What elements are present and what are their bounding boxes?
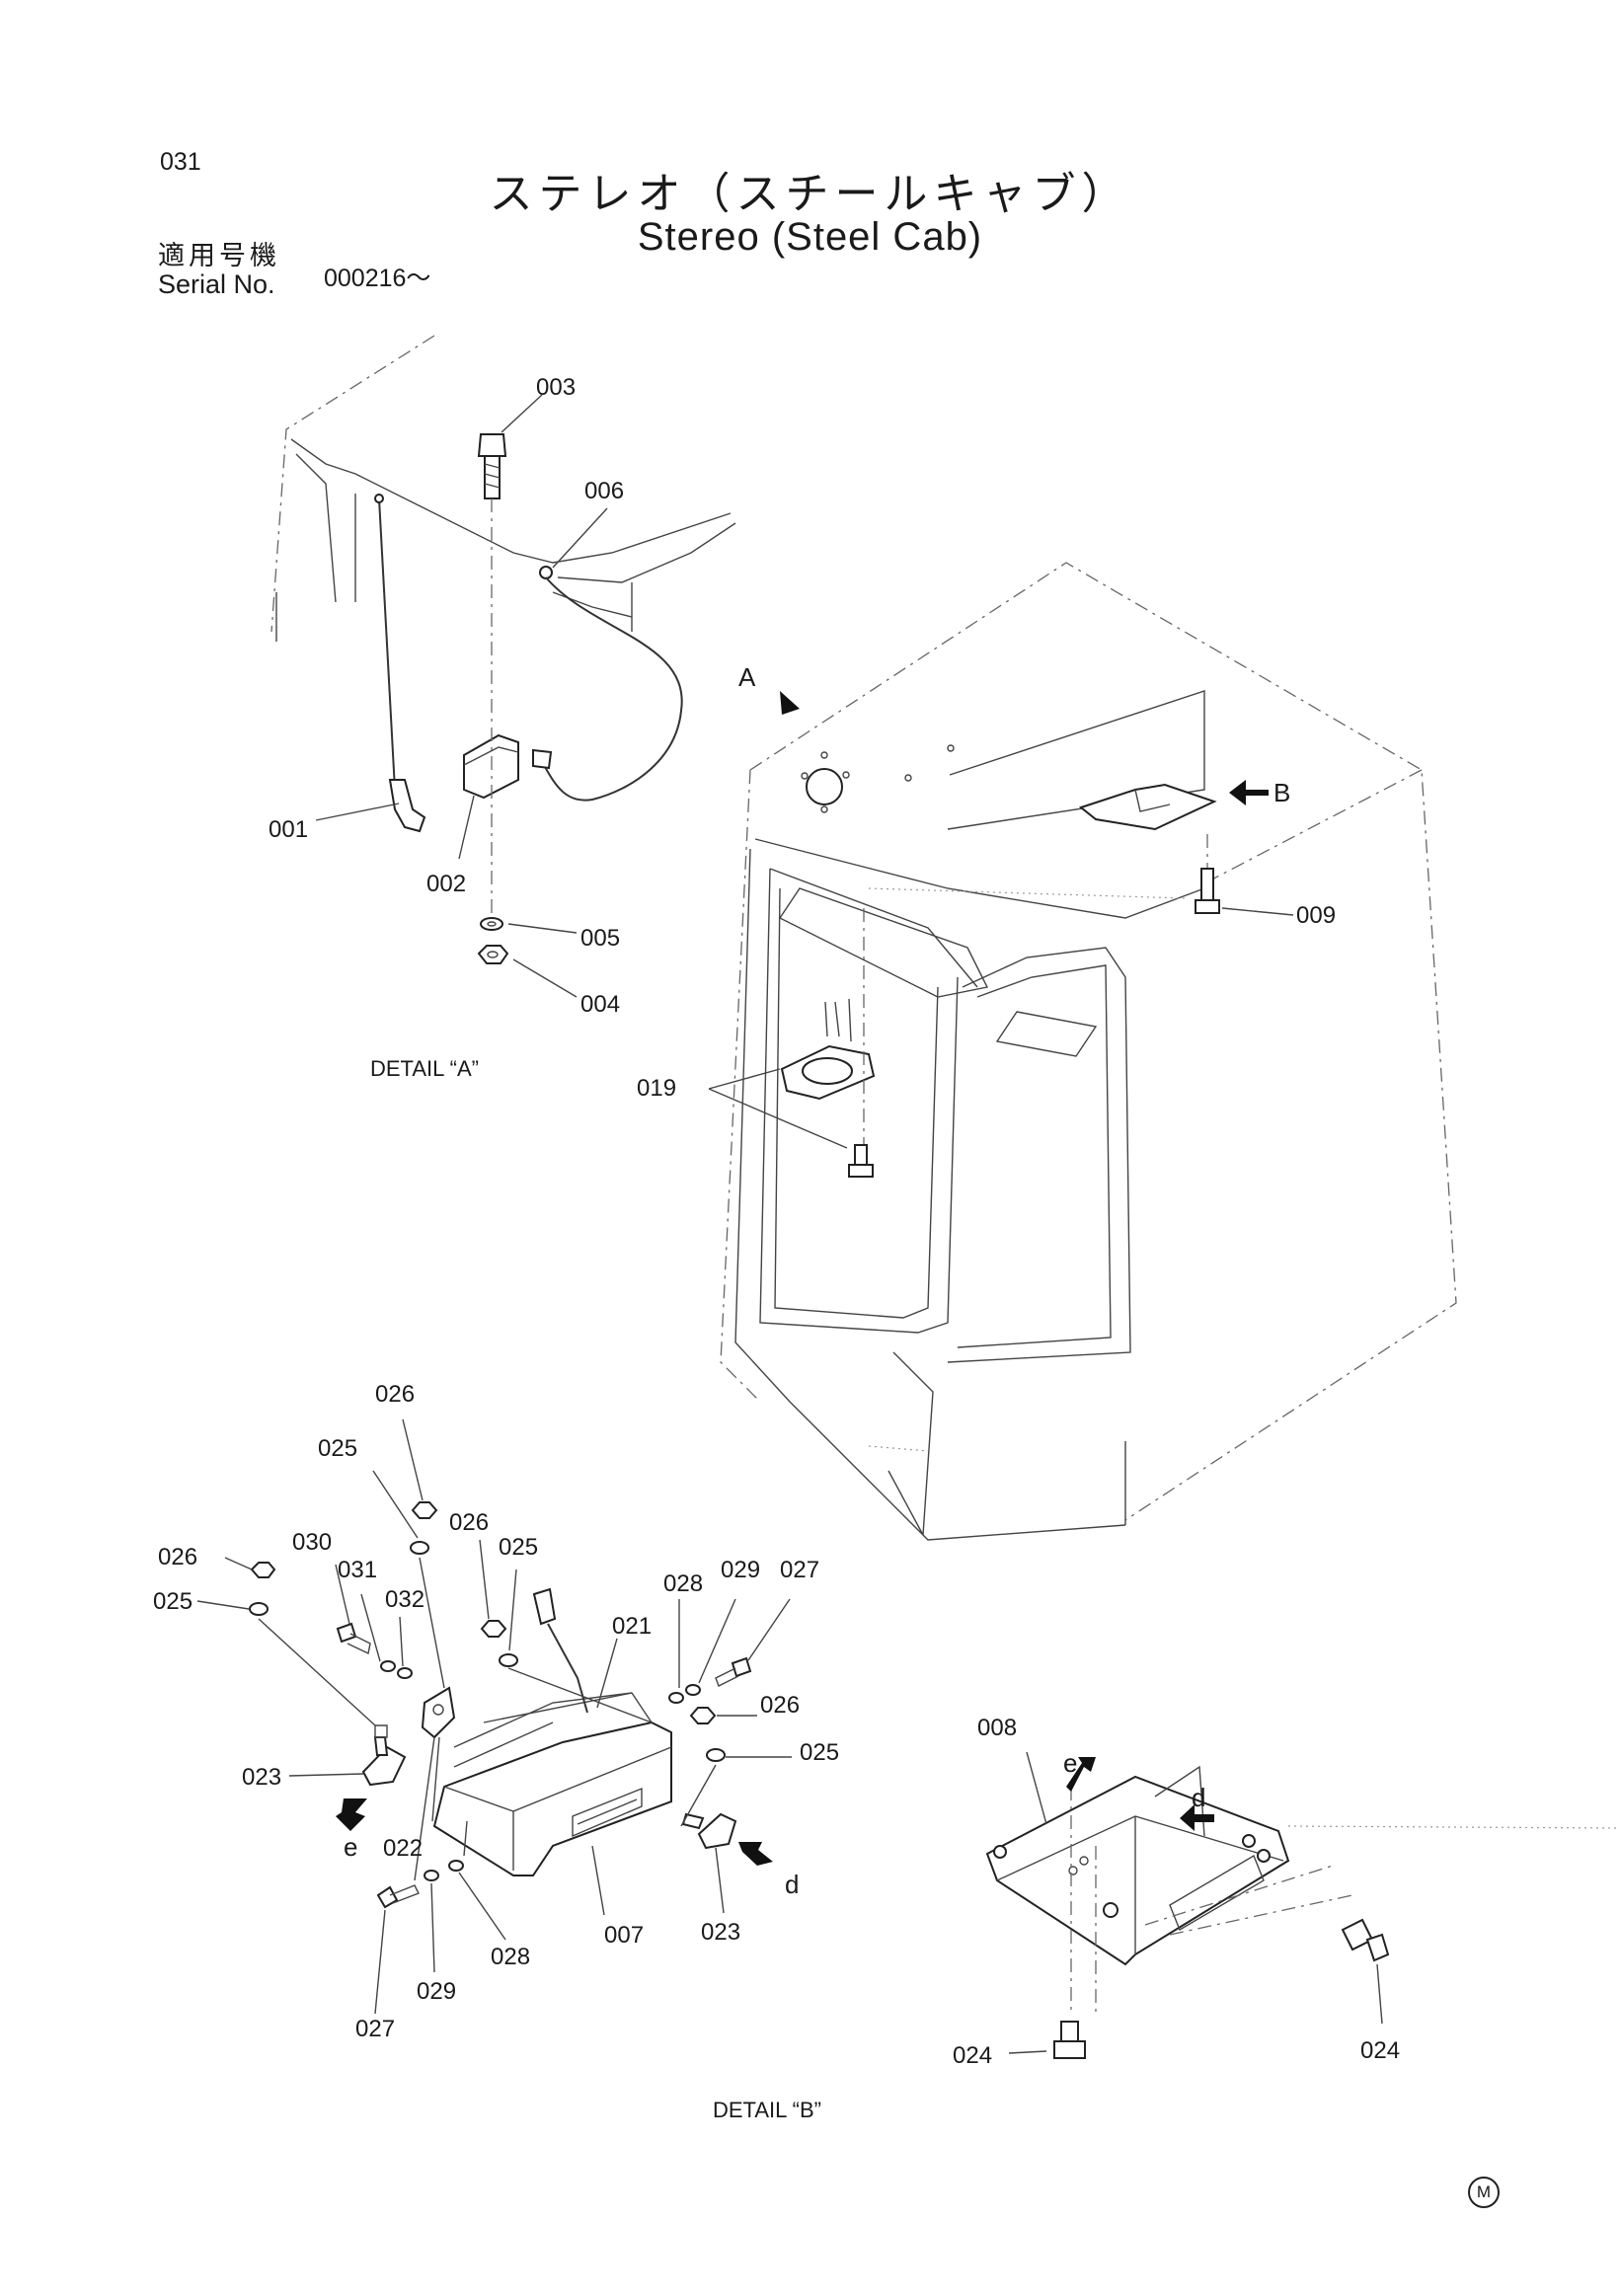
callout-024-left: 024 [953,2042,992,2069]
view-arrow-a [772,689,800,715]
callout-008: 008 [977,1715,1017,1741]
callout-009: 009 [1296,902,1336,929]
detail-a-label: DETAIL “A” [370,1056,479,1081]
callout-025-top: 025 [318,1435,357,1462]
callout-025-mid: 025 [499,1534,538,1561]
view-mark-e-left: e [344,1832,357,1862]
callout-027-bottom: 027 [355,2016,395,2042]
callout-003: 003 [536,374,576,401]
callout-028-bottom: 028 [491,1944,530,1970]
view-arrow-d-left [738,1842,773,1866]
callout-026-right: 026 [760,1692,800,1719]
bolt-024-bottom [1053,2021,1086,2059]
view-arrow-e-right [1066,1757,1096,1792]
stopper-023-right [681,1812,737,1850]
page-number: 031 [160,148,201,176]
detail-b-label: DETAIL “B” [713,2098,821,2122]
detail-a-cab-roof [270,335,736,642]
callout-025-right: 025 [800,1739,839,1766]
bracket-022 [421,1686,456,1739]
bolt-009 [1195,834,1220,914]
callout-026-top: 026 [375,1381,415,1408]
callout-004: 004 [580,991,620,1018]
callout-006: 006 [584,478,624,504]
callout-029-top: 029 [721,1557,760,1583]
mounting-bracket-008 [985,1765,1290,1966]
callout-026-left: 026 [158,1544,197,1570]
serial-label-en: Serial No. [158,269,275,299]
view-arrow-b [1229,780,1269,805]
callout-005: 005 [580,925,620,952]
callout-030: 030 [292,1529,332,1556]
title-japanese: ステレオ（スチールキャブ） [489,169,1131,219]
stereo-bracket-b [1078,783,1217,831]
callout-002: 002 [426,871,466,897]
callout-022: 022 [383,1835,423,1862]
callout-027-top: 027 [780,1557,819,1583]
view-mark-a: A [738,662,756,692]
cable-006 [532,566,683,802]
hardware-small-parts [249,1501,752,1909]
view-arrow-e-left [336,1799,367,1831]
stereo-unit-007 [432,1692,672,1876]
callout-019: 019 [637,1075,676,1102]
nut-004 [477,945,509,964]
callout-007: 007 [604,1922,644,1949]
callout-026-mid: 026 [449,1509,489,1536]
view-mark-e-right: e [1063,1748,1077,1778]
callout-021: 021 [612,1613,652,1640]
callout-001: 001 [269,816,308,843]
washer-005 [480,917,503,931]
view-mark-d-right: d [1192,1783,1205,1812]
view-mark-b: B [1273,778,1290,807]
callout-025-left: 025 [153,1588,193,1615]
bolt-003 [477,433,507,918]
stopper-023-left [361,1724,407,1787]
serial-label-jp: 適用号機 [158,241,280,271]
antenna-rod [374,494,426,833]
view-mark-d-left: d [785,1870,799,1899]
callout-029-bottom: 029 [417,1978,456,2005]
serial-value: 000216～ [324,265,431,292]
callout-028-top: 028 [663,1570,703,1597]
callout-023-right: 023 [701,1919,740,1946]
callout-024-right: 024 [1360,2037,1400,2064]
cab-body [720,562,1457,1541]
bolt-024-right [1341,1918,1390,1962]
cable-021 [532,1587,588,1714]
serial-label: 適用号機 Serial No. [158,241,280,299]
speaker-019 [780,908,876,1178]
view-arrow-d-right [1180,1804,1214,1831]
callout-031: 031 [338,1557,377,1583]
callout-032: 032 [385,1586,424,1613]
maker-mark: M [1468,2177,1500,2208]
callout-023-left: 023 [242,1764,281,1791]
title-english: Stereo (Steel Cab) [637,215,983,259]
